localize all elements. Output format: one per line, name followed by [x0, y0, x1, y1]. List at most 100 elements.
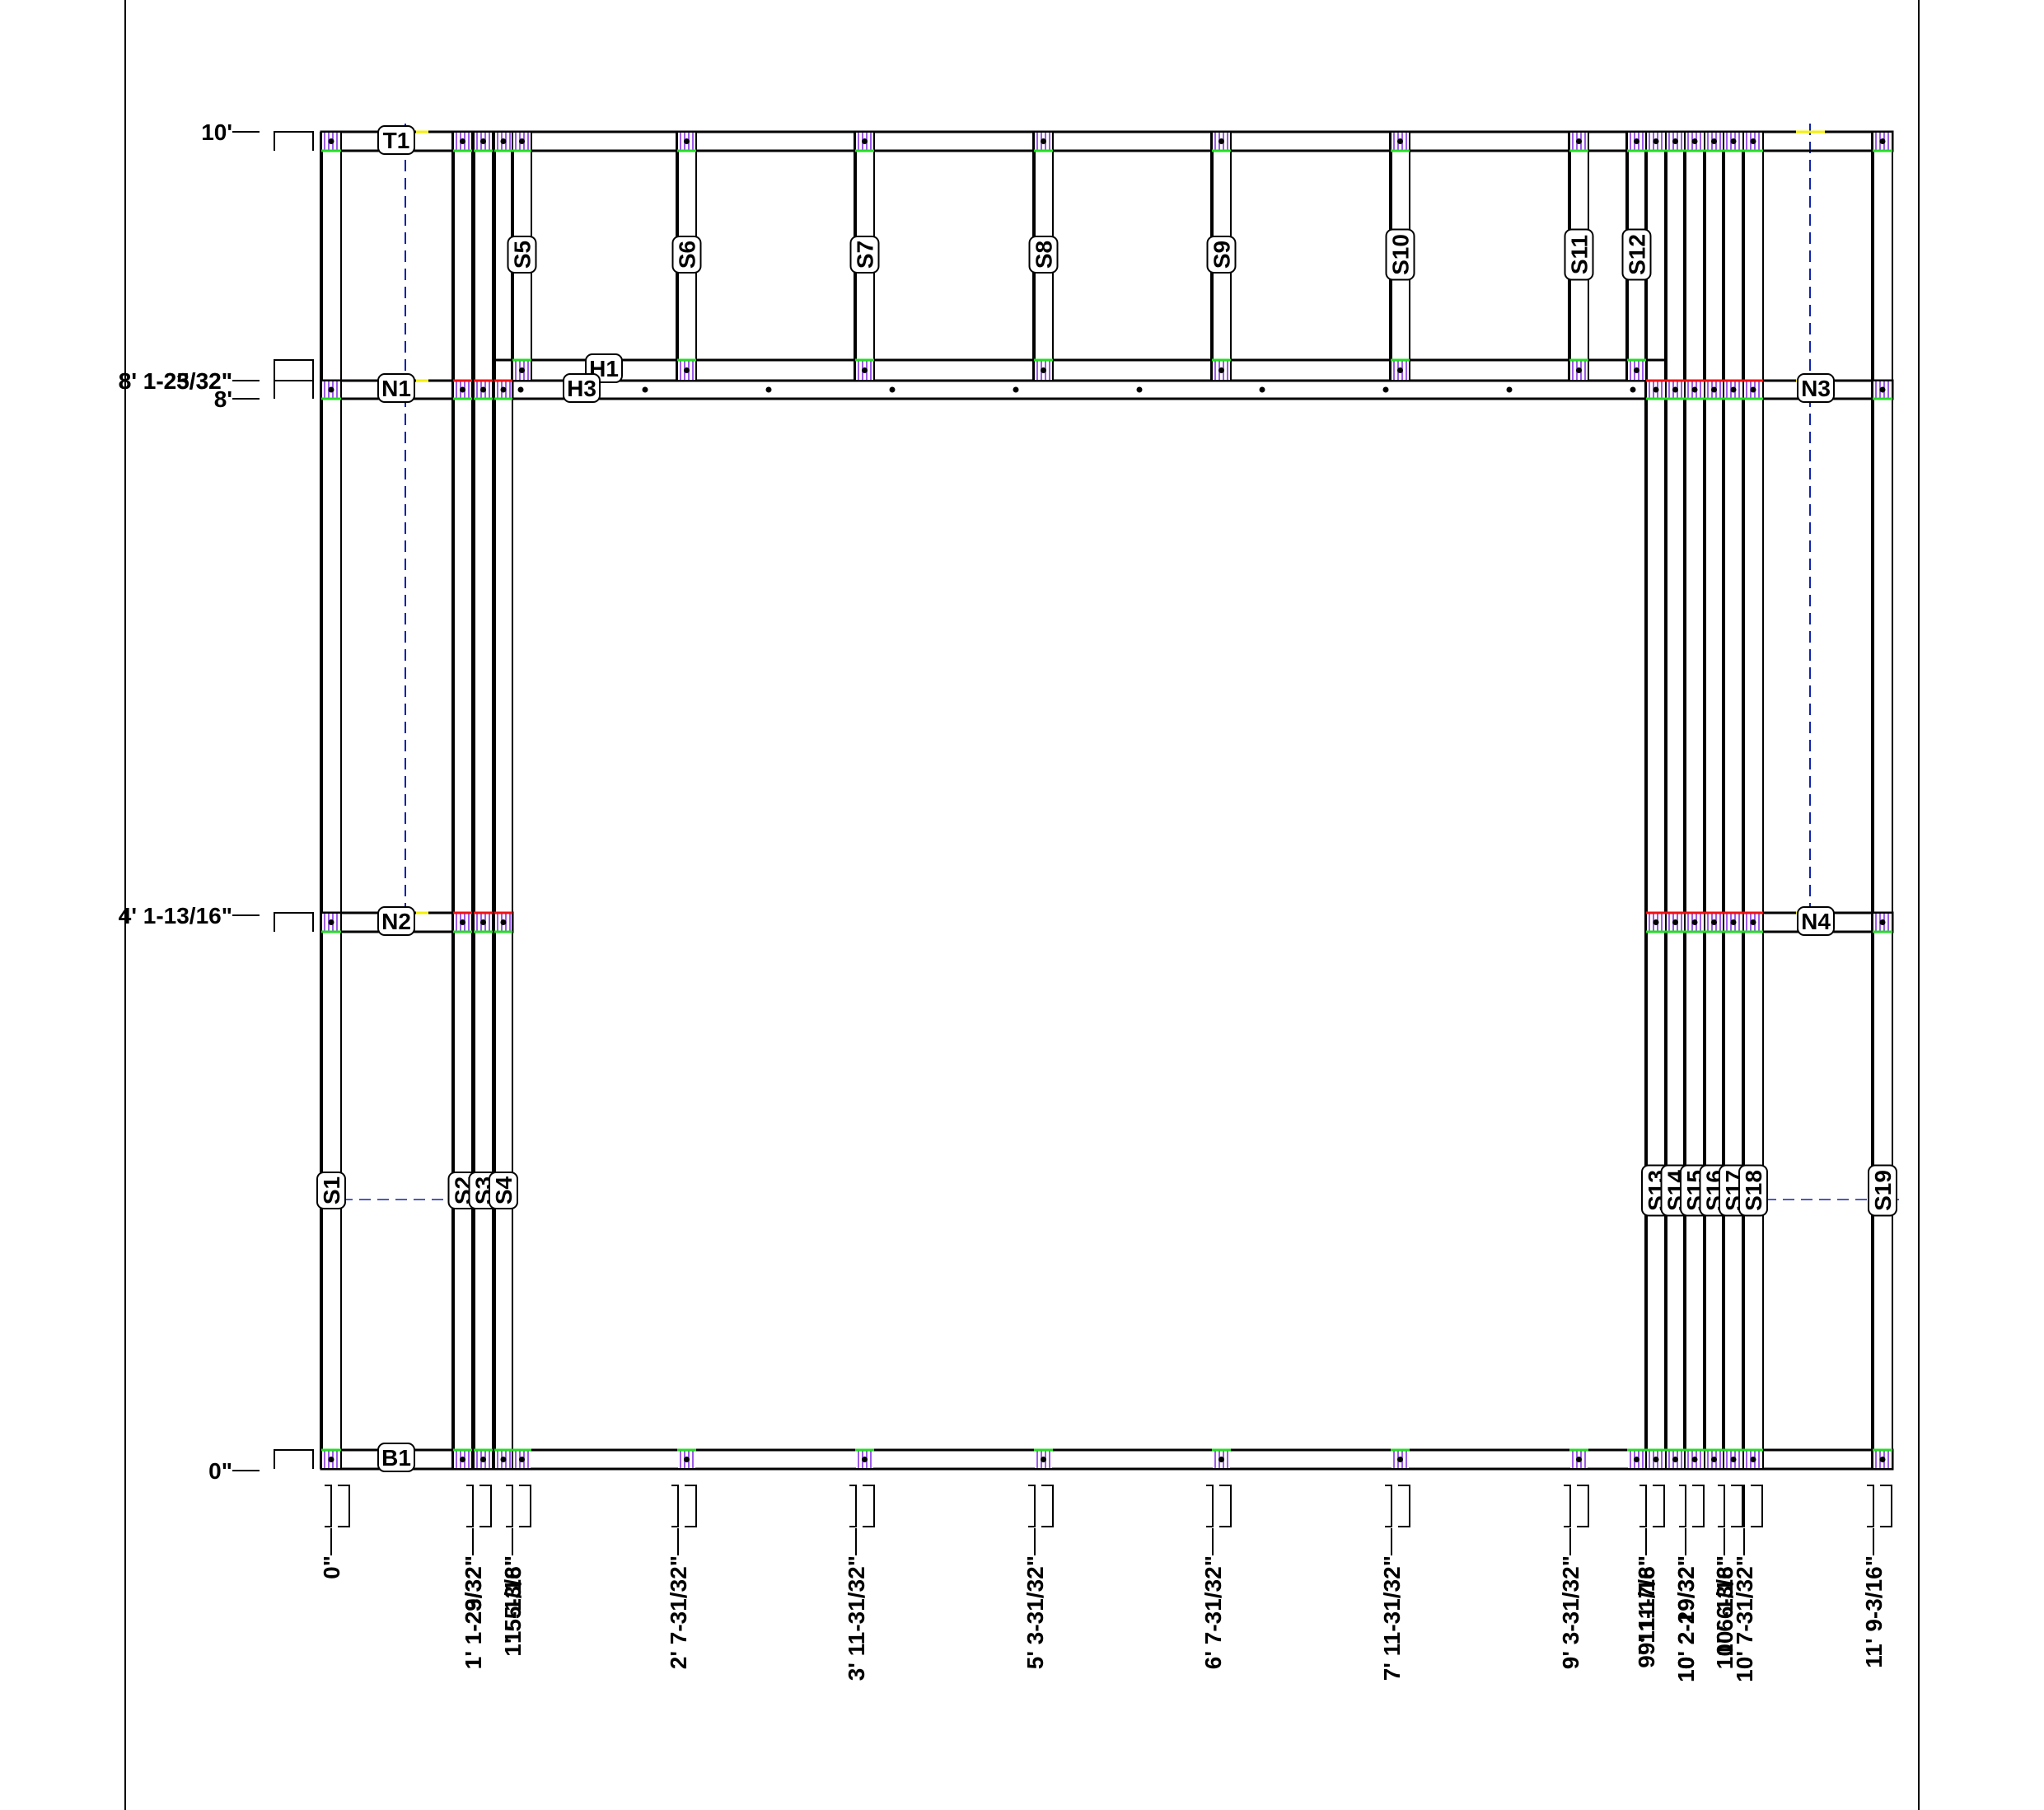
fastener-dot-icon — [1397, 138, 1403, 144]
bottom-dimension-label: 9' 11-1/16" — [1634, 1555, 1659, 1668]
fastener-dot-icon — [1041, 138, 1046, 144]
bracket-icon — [863, 1485, 875, 1527]
member-tag-n4: N4 — [1797, 906, 1835, 936]
fastener-dot-icon — [1691, 138, 1698, 144]
fastener-dot-icon — [1750, 919, 1756, 925]
member-tag-n2: N2 — [377, 906, 415, 936]
fastener-dot-icon — [1672, 919, 1678, 925]
member-tag-s5: S5 — [507, 236, 537, 274]
fastener-dot-icon — [480, 919, 486, 925]
fastener-dot-icon — [1634, 138, 1639, 144]
bracket-icon — [849, 1485, 857, 1527]
tag-label: S6 — [675, 241, 700, 269]
fastener-dot-icon — [1879, 138, 1886, 144]
tag-label: S12 — [1625, 234, 1650, 275]
fastener-dot-icon — [328, 919, 334, 925]
bottom-dimension-label: 11' 9-3/16" — [1861, 1555, 1887, 1668]
bracket-icon — [1880, 1485, 1892, 1527]
bottom-dimension-label: 0" — [319, 1555, 344, 1579]
fastener-dot-icon — [328, 386, 334, 393]
fastener-dot-icon — [1879, 919, 1886, 925]
fastener-dot-icon — [1653, 919, 1659, 925]
fastener-dot-icon — [519, 1457, 525, 1462]
member-tag-s11: S11 — [1564, 228, 1594, 281]
fastener-dot-icon — [1730, 919, 1737, 925]
bracket-icon — [685, 1485, 697, 1527]
fastener-dot-icon — [1711, 386, 1717, 393]
header-fastener-dot-icon — [1136, 386, 1143, 393]
plate-h1 — [493, 358, 1667, 382]
bracket-icon — [519, 1485, 531, 1527]
fastener-dot-icon — [1711, 1457, 1717, 1462]
fastener-dot-icon — [1672, 1457, 1678, 1462]
member-tag-s8: S8 — [1028, 236, 1059, 274]
fastener-dot-icon — [500, 1457, 507, 1462]
fastener-dot-icon — [460, 919, 465, 925]
tag-box — [1206, 236, 1237, 274]
fastener-dot-icon — [1750, 1457, 1756, 1462]
fastener-dot-icon — [1397, 1457, 1403, 1462]
bracket-icon — [671, 1485, 679, 1527]
member-tag-t1: T1 — [377, 125, 415, 155]
fastener-dot-icon — [1879, 1457, 1886, 1462]
bracket-icon — [479, 1485, 492, 1527]
bracket-icon — [325, 1485, 332, 1527]
bracket-icon — [1385, 1485, 1392, 1527]
fastener-dot-icon — [460, 1457, 465, 1462]
member-tag-n1: N1 — [377, 373, 415, 403]
height-dimension-label: 0" — [208, 1458, 232, 1484]
height-dimension-label: 8' 1-25/32" — [119, 368, 232, 394]
tag-label: S10 — [1388, 234, 1414, 275]
fastener-dot-icon — [328, 138, 334, 144]
tag-label: T1 — [383, 128, 410, 153]
member-tag-s19: S19 — [1868, 1164, 1897, 1217]
fastener-dot-icon — [1711, 138, 1717, 144]
header-fastener-dot-icon — [517, 386, 524, 393]
studs — [320, 132, 1893, 1469]
bracket-icon — [1738, 1485, 1745, 1527]
bracket-icon — [1751, 1485, 1763, 1527]
fastener-dot-icon — [500, 386, 507, 393]
bottom-dimension-label: 10' 7-31/32" — [1732, 1555, 1757, 1682]
fastener-dot-icon — [1218, 367, 1224, 373]
tag-label: N4 — [1801, 909, 1831, 934]
header-fastener-dot-icon — [1259, 386, 1265, 393]
tag-box — [1797, 906, 1835, 936]
tag-label: N3 — [1801, 376, 1831, 401]
tag-box — [671, 236, 702, 274]
tag-box — [507, 236, 537, 274]
fastener-dot-icon — [1397, 367, 1403, 373]
bottom-dimension-label: 6' 7-31/32" — [1200, 1555, 1226, 1669]
fastener-dot-icon — [684, 1457, 690, 1462]
fastener-dot-icon — [519, 138, 525, 144]
fastener-dot-icon — [862, 367, 868, 373]
header-fastener-dot-icon — [1013, 386, 1019, 393]
bracket-icon — [274, 359, 314, 381]
tag-box — [377, 906, 415, 936]
page-border — [124, 0, 1920, 1810]
tag-label: H3 — [567, 376, 596, 401]
header-fastener-dot-icon — [1506, 386, 1513, 393]
member-tag-s10: S10 — [1385, 228, 1415, 281]
bracket-icon — [1692, 1485, 1705, 1527]
fastener-dot-icon — [460, 386, 465, 393]
bracket-icon — [506, 1485, 513, 1527]
bracket-icon — [1639, 1485, 1647, 1527]
fastener-dot-icon — [500, 919, 507, 925]
fastener-dot-icon — [1041, 367, 1046, 373]
fastener-dot-icon — [480, 138, 486, 144]
bracket-icon — [1867, 1485, 1874, 1527]
bottom-dimension-label: 10' 2-29/32" — [1673, 1555, 1699, 1682]
member-tag-n3: N3 — [1797, 373, 1835, 403]
height-dimensions: 10'8' 1-23/32"8' 1-25/32"8'4' 1-13/16"0" — [119, 119, 314, 1484]
fastener-dot-icon — [684, 138, 690, 144]
fastener-dot-icon — [1653, 138, 1659, 144]
header-fastener-dot-icon — [889, 386, 896, 393]
height-dimension-label: 8' — [214, 386, 232, 412]
fastener-dot-icon — [1672, 138, 1678, 144]
fastener-dot-icon — [519, 367, 525, 373]
fastener-dot-icon — [862, 1457, 868, 1462]
fastener-dot-icon — [1730, 138, 1737, 144]
